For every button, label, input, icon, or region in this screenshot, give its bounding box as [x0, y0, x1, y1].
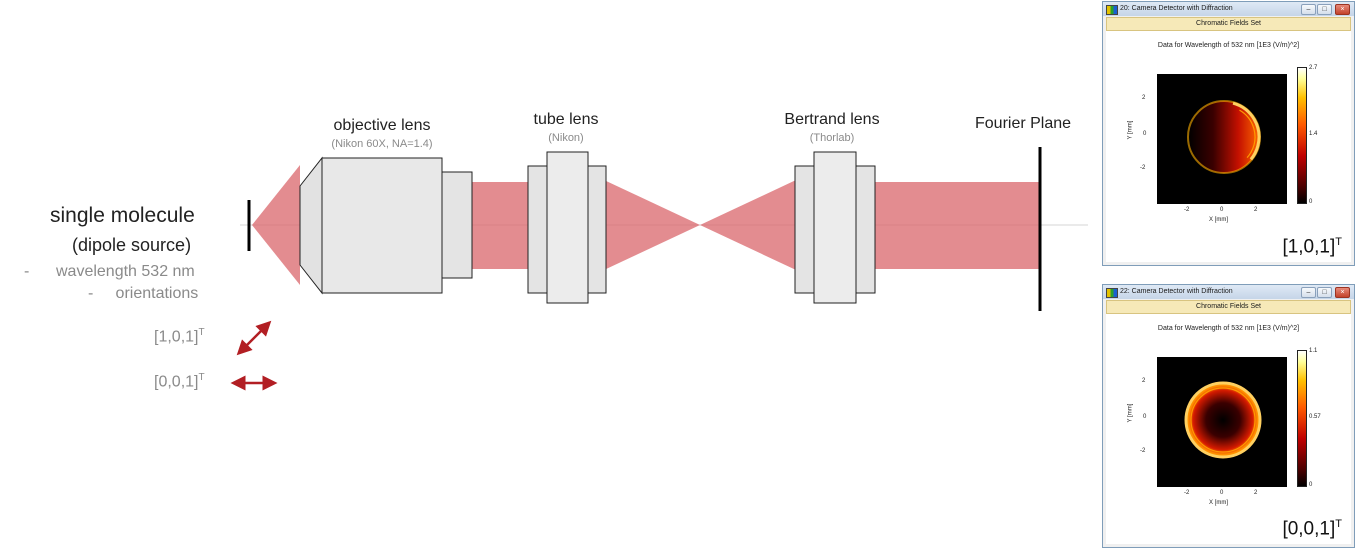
close-button[interactable]: ×: [1335, 4, 1350, 15]
orientation-tag-sup: T: [1335, 235, 1342, 248]
x-tick: -2: [1184, 207, 1190, 213]
field-image-symmetric-ring: [1157, 357, 1287, 487]
beam-collimated-2: [872, 182, 1040, 269]
minimize-button[interactable]: –: [1301, 4, 1316, 15]
window-title: 20: Camera Detector with Diffraction: [1120, 5, 1233, 12]
orientation-sup-1: T: [198, 327, 205, 338]
x-tick: -2: [1184, 490, 1190, 496]
tube-lens: [527, 151, 607, 304]
orientation-label-1: [1,0,1]T: [154, 327, 205, 346]
bertrand-lens-label: Bertrand lens: [784, 111, 880, 128]
chromatic-fields-tab[interactable]: Chromatic Fields Set: [1106, 300, 1351, 314]
objective-body: [321, 157, 443, 294]
colorbar-max: 1.1: [1309, 348, 1318, 354]
field-image-asymmetric-ring: [1157, 74, 1287, 204]
window-titlebar[interactable]: 20: Camera Detector with Diffraction – □…: [1103, 2, 1354, 16]
source-title: single molecule: [50, 204, 195, 227]
source-subtitle: (dipole source): [72, 235, 192, 255]
orientations-bullet: - orientations: [88, 285, 199, 302]
y-tick: 0: [1143, 131, 1147, 137]
app-icon: [1106, 5, 1118, 15]
orientation-sup-2: T: [198, 372, 205, 383]
window-titlebar[interactable]: 22: Camera Detector with Diffraction – □…: [1103, 285, 1354, 299]
chromatic-fields-tab[interactable]: Chromatic Fields Set: [1106, 17, 1351, 31]
objective-lens-label: objective lens: [333, 117, 431, 134]
x-axis-label: X [mm]: [1209, 500, 1228, 506]
objective-lens: [299, 156, 473, 295]
y-tick: 2: [1142, 95, 1146, 101]
close-button[interactable]: ×: [1335, 287, 1350, 298]
objective-back-mount: [441, 171, 473, 279]
colorbar-mid: 0.57: [1309, 414, 1321, 420]
plot-title: Data for Wavelength of 532 nm [1E3 (V/m)…: [1157, 325, 1300, 332]
colorbar: [1297, 350, 1307, 487]
light-beam: [252, 165, 1040, 285]
orientation-tag-sup: T: [1335, 517, 1342, 530]
detector-window-1[interactable]: 20: Camera Detector with Diffraction – □…: [1102, 1, 1355, 266]
y-tick: -2: [1140, 165, 1146, 171]
objective-front-cone: [299, 156, 323, 295]
orientation-tag: [1,0,1]T: [1282, 236, 1342, 258]
y-axis-label: Y [mm]: [1127, 120, 1134, 140]
detector-window-2[interactable]: 22: Camera Detector with Diffraction – □…: [1102, 284, 1355, 548]
maximize-button[interactable]: □: [1317, 287, 1332, 298]
tube-lens-label: tube lens: [533, 111, 599, 128]
y-tick: -2: [1140, 448, 1146, 454]
x-tick: 2: [1254, 207, 1258, 213]
tube-lens-spec: (Nikon): [548, 132, 584, 144]
beam-cone-source: [252, 165, 300, 285]
y-tick: 2: [1142, 378, 1146, 384]
x-tick: 2: [1254, 490, 1258, 496]
orientation-tag-value: [0,0,1]: [1282, 518, 1336, 539]
colorbar-min: 0: [1309, 199, 1313, 205]
x-tick: 0: [1220, 490, 1224, 496]
beam-converging: [604, 180, 700, 270]
x-tick: 0: [1220, 207, 1224, 213]
app-icon: [1106, 288, 1118, 298]
wavelength-bullet: - wavelength 532 nm: [24, 263, 195, 280]
y-tick: 0: [1143, 414, 1147, 420]
plot-title: Data for Wavelength of 532 nm [1E3 (V/m)…: [1157, 42, 1300, 49]
orientation-label-2: [0,0,1]T: [154, 372, 205, 391]
beam-collimated-1: [470, 182, 530, 269]
optical-system-diagram: [230, 147, 1088, 391]
colorbar-mid: 1.4: [1309, 131, 1318, 137]
colorbar-max: 2.7: [1309, 65, 1318, 71]
colorbar-min: 0: [1309, 482, 1313, 488]
bertrand-lens: [794, 151, 876, 304]
orientation-value-2: [0,0,1]: [154, 373, 199, 391]
orientation-value-1: [1,0,1]: [154, 328, 199, 346]
field-plot: Data for Wavelength of 532 nm [1E3 (V/m)…: [1106, 31, 1351, 262]
colorbar: [1297, 67, 1307, 204]
x-axis-label: X [mm]: [1209, 217, 1228, 223]
minimize-button[interactable]: –: [1301, 287, 1316, 298]
orientation-tag: [0,0,1]T: [1282, 518, 1342, 540]
window-title: 22: Camera Detector with Diffraction: [1120, 288, 1233, 295]
maximize-button[interactable]: □: [1317, 4, 1332, 15]
bertrand-lens-spec: (Thorlab): [809, 132, 855, 144]
fourier-plane-label: Fourier Plane: [975, 115, 1072, 132]
y-axis-label: Y [mm]: [1127, 403, 1134, 423]
objective-lens-spec: (Nikon 60X, NA=1.4): [331, 138, 433, 150]
field-plot: Data for Wavelength of 532 nm [1E3 (V/m)…: [1106, 314, 1351, 544]
dipole-arrow-diagonal-icon: [236, 320, 272, 356]
orientation-tag-value: [1,0,1]: [1282, 236, 1336, 257]
beam-diverging: [700, 180, 796, 270]
